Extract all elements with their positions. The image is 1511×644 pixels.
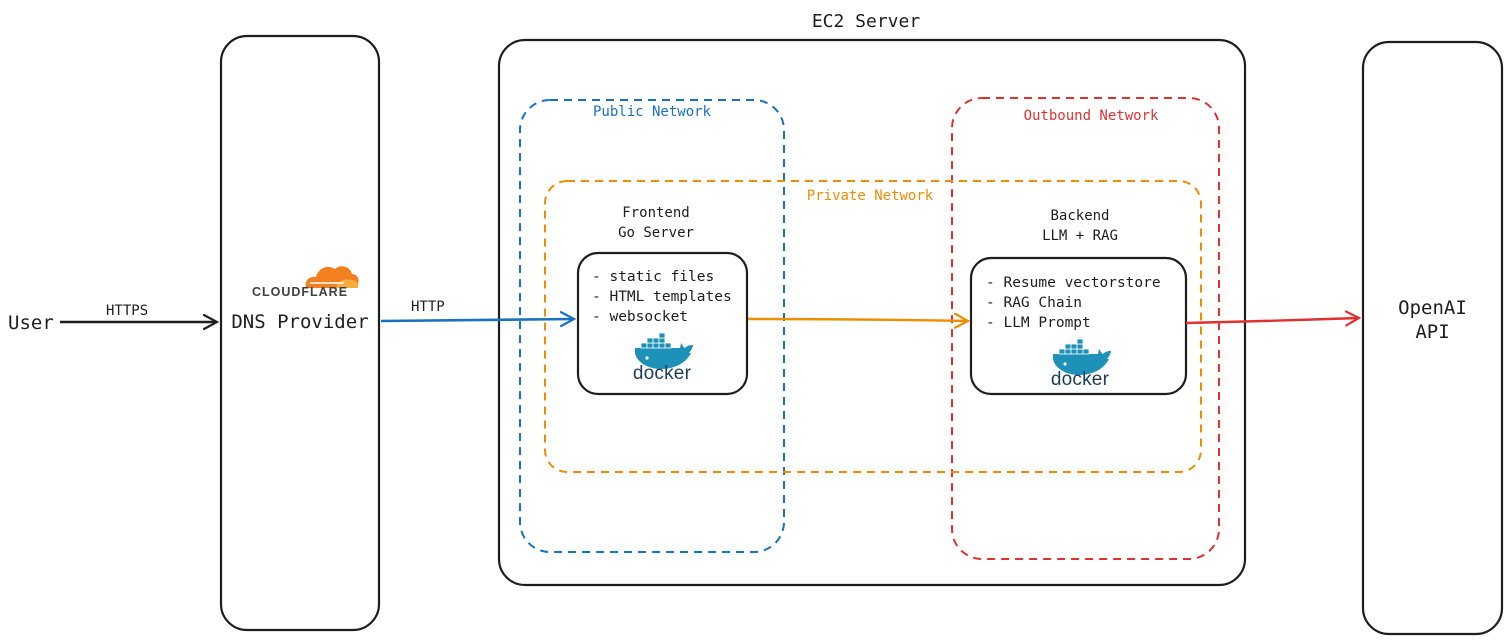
backend-feature-item: - LLM Prompt <box>986 315 1091 331</box>
cloudflare-logo-text: CLOUDFLARE <box>251 285 349 299</box>
user-label: User <box>8 312 54 334</box>
frontend-feature-item: - HTML templates <box>592 289 732 305</box>
backend-title: Backend <box>1050 208 1110 224</box>
openai-label-line2: API <box>1415 321 1450 343</box>
frontend-title: Frontend <box>622 205 690 221</box>
openai-api-box <box>1361 40 1504 636</box>
backend-feature-list: - Resume vectorstore - RAG Chain - LLM P… <box>986 273 1161 333</box>
backend-feature-item: - Resume vectorstore <box>986 275 1161 291</box>
backend-docker-logo: docker <box>1038 369 1122 391</box>
public-network-zone <box>519 99 785 553</box>
https-edge-label: HTTPS <box>106 303 149 319</box>
frontend-feature-item: - websocket <box>592 309 689 325</box>
private-network-zone <box>544 180 1202 473</box>
frontend-feature-item: - static files <box>592 269 715 285</box>
cloudflare-cloud-icon <box>305 266 359 288</box>
dns-to-frontend-arrow <box>380 319 574 321</box>
frontend-container-box <box>576 251 749 396</box>
dns-provider-box <box>219 34 381 632</box>
ec2-server-title: EC2 Server <box>811 11 921 32</box>
frontend-docker-logo: docker <box>620 363 704 385</box>
backend-subtitle: LLM + RAG <box>1042 228 1118 244</box>
backend-feature-item: - RAG Chain <box>986 295 1083 311</box>
backend-docker-icon <box>1053 338 1111 375</box>
frontend-docker-text: docker <box>632 363 692 384</box>
backend-docker-text: docker <box>1050 369 1110 390</box>
frontend-feature-list: - static files - HTML templates - websoc… <box>592 267 732 327</box>
openai-label-line1: OpenAI <box>1398 297 1467 319</box>
dns-provider-label: DNS Provider <box>231 311 369 333</box>
public-network-label: Public Network <box>592 104 711 120</box>
private-network-label: Private Network <box>806 188 934 204</box>
outbound-network-zone <box>951 97 1220 560</box>
frontend-docker-icon <box>635 332 693 369</box>
frontend-to-backend-arrow <box>747 319 968 321</box>
frontend-subtitle: Go Server <box>618 225 694 241</box>
outbound-network-label: Outbound Network <box>1023 108 1159 124</box>
cloudflare-logo: CLOUDFLARE <box>238 285 362 299</box>
http-edge-label: HTTP <box>411 299 445 315</box>
ec2-server-box <box>497 38 1247 587</box>
backend-container-box <box>969 256 1188 396</box>
backend-to-openai-arrow <box>1185 318 1359 323</box>
